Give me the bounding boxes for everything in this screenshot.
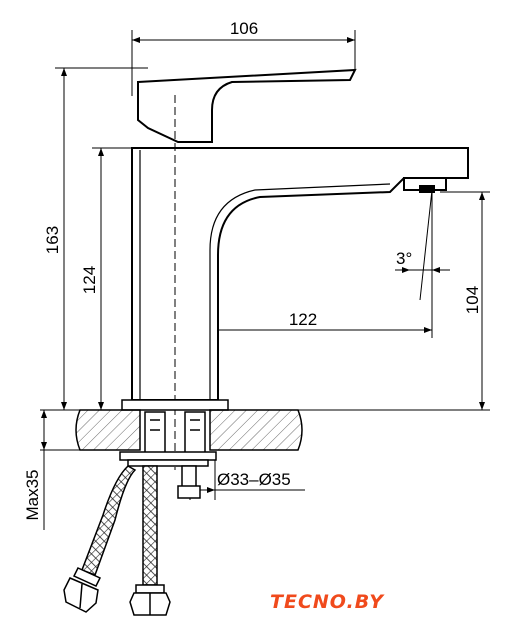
dim-spout-height: 124 <box>80 266 99 294</box>
dim-outlet-height: 104 <box>463 286 482 314</box>
faucet-inner-lines <box>137 96 391 400</box>
dim-width-top: 106 <box>230 19 258 38</box>
hose-nuts <box>63 567 171 616</box>
logo-suffix-text: .BY <box>346 591 384 613</box>
dim-angle: 3° <box>396 249 412 268</box>
dim-total-height: 163 <box>43 226 62 254</box>
dimension-lines <box>40 30 490 530</box>
brand-logo: TECNO.BY <box>270 588 440 616</box>
mounting-assembly <box>119 411 217 499</box>
dim-max-thickness: Max35 <box>23 469 42 520</box>
countertop-section <box>75 409 303 451</box>
dim-hole-diameter: Ø33–Ø35 <box>217 470 291 489</box>
logo-main-text: TECNO <box>270 591 347 613</box>
flexible-hoses <box>81 465 158 586</box>
base-plate <box>121 399 229 411</box>
dim-spout-reach: 122 <box>289 310 317 329</box>
faucet-body <box>131 68 469 401</box>
dimension-arrows <box>41 37 485 493</box>
